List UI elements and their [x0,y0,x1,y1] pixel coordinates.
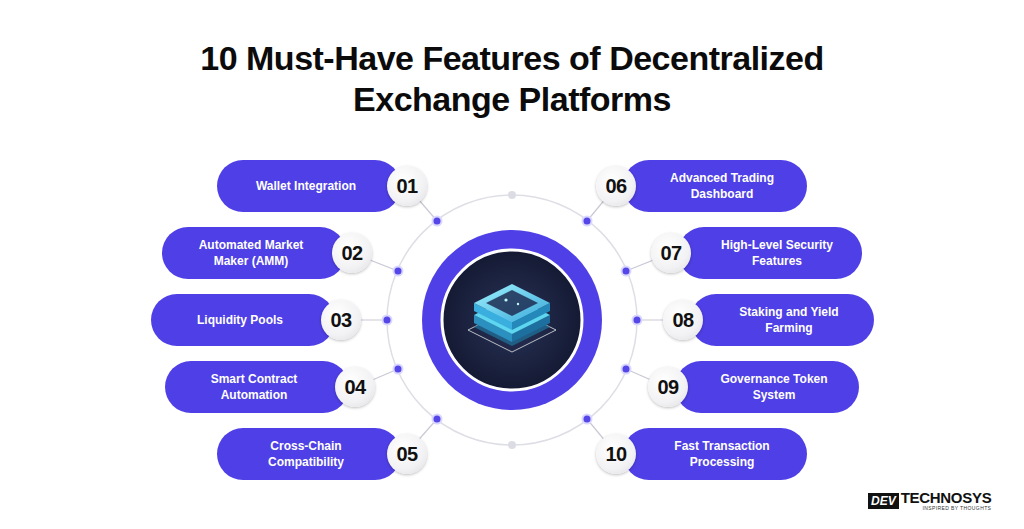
callout-number-text: 10 [605,443,626,466]
callout-number-text: 05 [396,443,417,466]
callout-number: 08 [663,300,703,340]
feature-pill: Liquidity Pools03 [151,294,335,346]
feature-label: Liquidity Pools [197,312,283,328]
callout-number-text: 07 [660,242,681,265]
callout-number-text: 08 [672,309,693,332]
callout-number-text: 09 [657,376,678,399]
feature-label: Governance Token System [707,371,841,403]
diagram-title: 10 Must-Have Features of Decentralized E… [192,38,832,120]
brand-logo: DEVTECHNOSYSINSPIRED BY THOUGHTS [868,490,991,511]
feature-pill: Wallet Integration01 [217,160,401,212]
callout-number: 06 [596,166,636,206]
feature-pill: Cross-Chain Compatibility05 [217,428,401,480]
logo-name: TECHNOSYS [901,490,992,505]
feature-pill: Fast Transaction Processing10 [623,428,807,480]
feature-label: High-Level Security Features [710,237,844,269]
feature-label: Staking and Yield Farming [722,304,856,336]
feature-label: Automated Market Maker (AMM) [184,237,318,269]
callout-number-text: 03 [330,309,351,332]
callout-number: 09 [648,367,688,407]
logo-wordmark: TECHNOSYSINSPIRED BY THOUGHTS [901,490,992,511]
callout-number: 07 [651,233,691,273]
feature-label: Smart Contract Automation [187,371,321,403]
feature-pill: Governance Token System09 [675,361,859,413]
callout-number: 05 [387,434,427,474]
callout-number-text: 06 [605,175,626,198]
callout-number-text: 01 [396,175,417,198]
feature-label: Wallet Integration [256,178,356,194]
callout-number-text: 04 [344,376,365,399]
callout-number: 02 [332,233,372,273]
callout-number-text: 02 [341,242,362,265]
feature-label: Advanced Trading Dashboard [655,170,789,202]
feature-pill: Advanced Trading Dashboard06 [623,160,807,212]
feature-pill: High-Level Security Features07 [678,227,862,279]
feature-pill: Staking and Yield Farming08 [690,294,874,346]
feature-label: Cross-Chain Compatibility [239,438,373,470]
logo-tagline: INSPIRED BY THOUGHTS [901,505,992,511]
callout-number: 03 [321,300,361,340]
logo-mark: DEV [868,493,899,509]
callout-number: 01 [387,166,427,206]
feature-pill: Automated Market Maker (AMM)02 [162,227,346,279]
callout-number: 10 [596,434,636,474]
feature-label: Fast Transaction Processing [655,438,789,470]
callout-number: 04 [335,367,375,407]
feature-pill: Smart Contract Automation04 [165,361,349,413]
